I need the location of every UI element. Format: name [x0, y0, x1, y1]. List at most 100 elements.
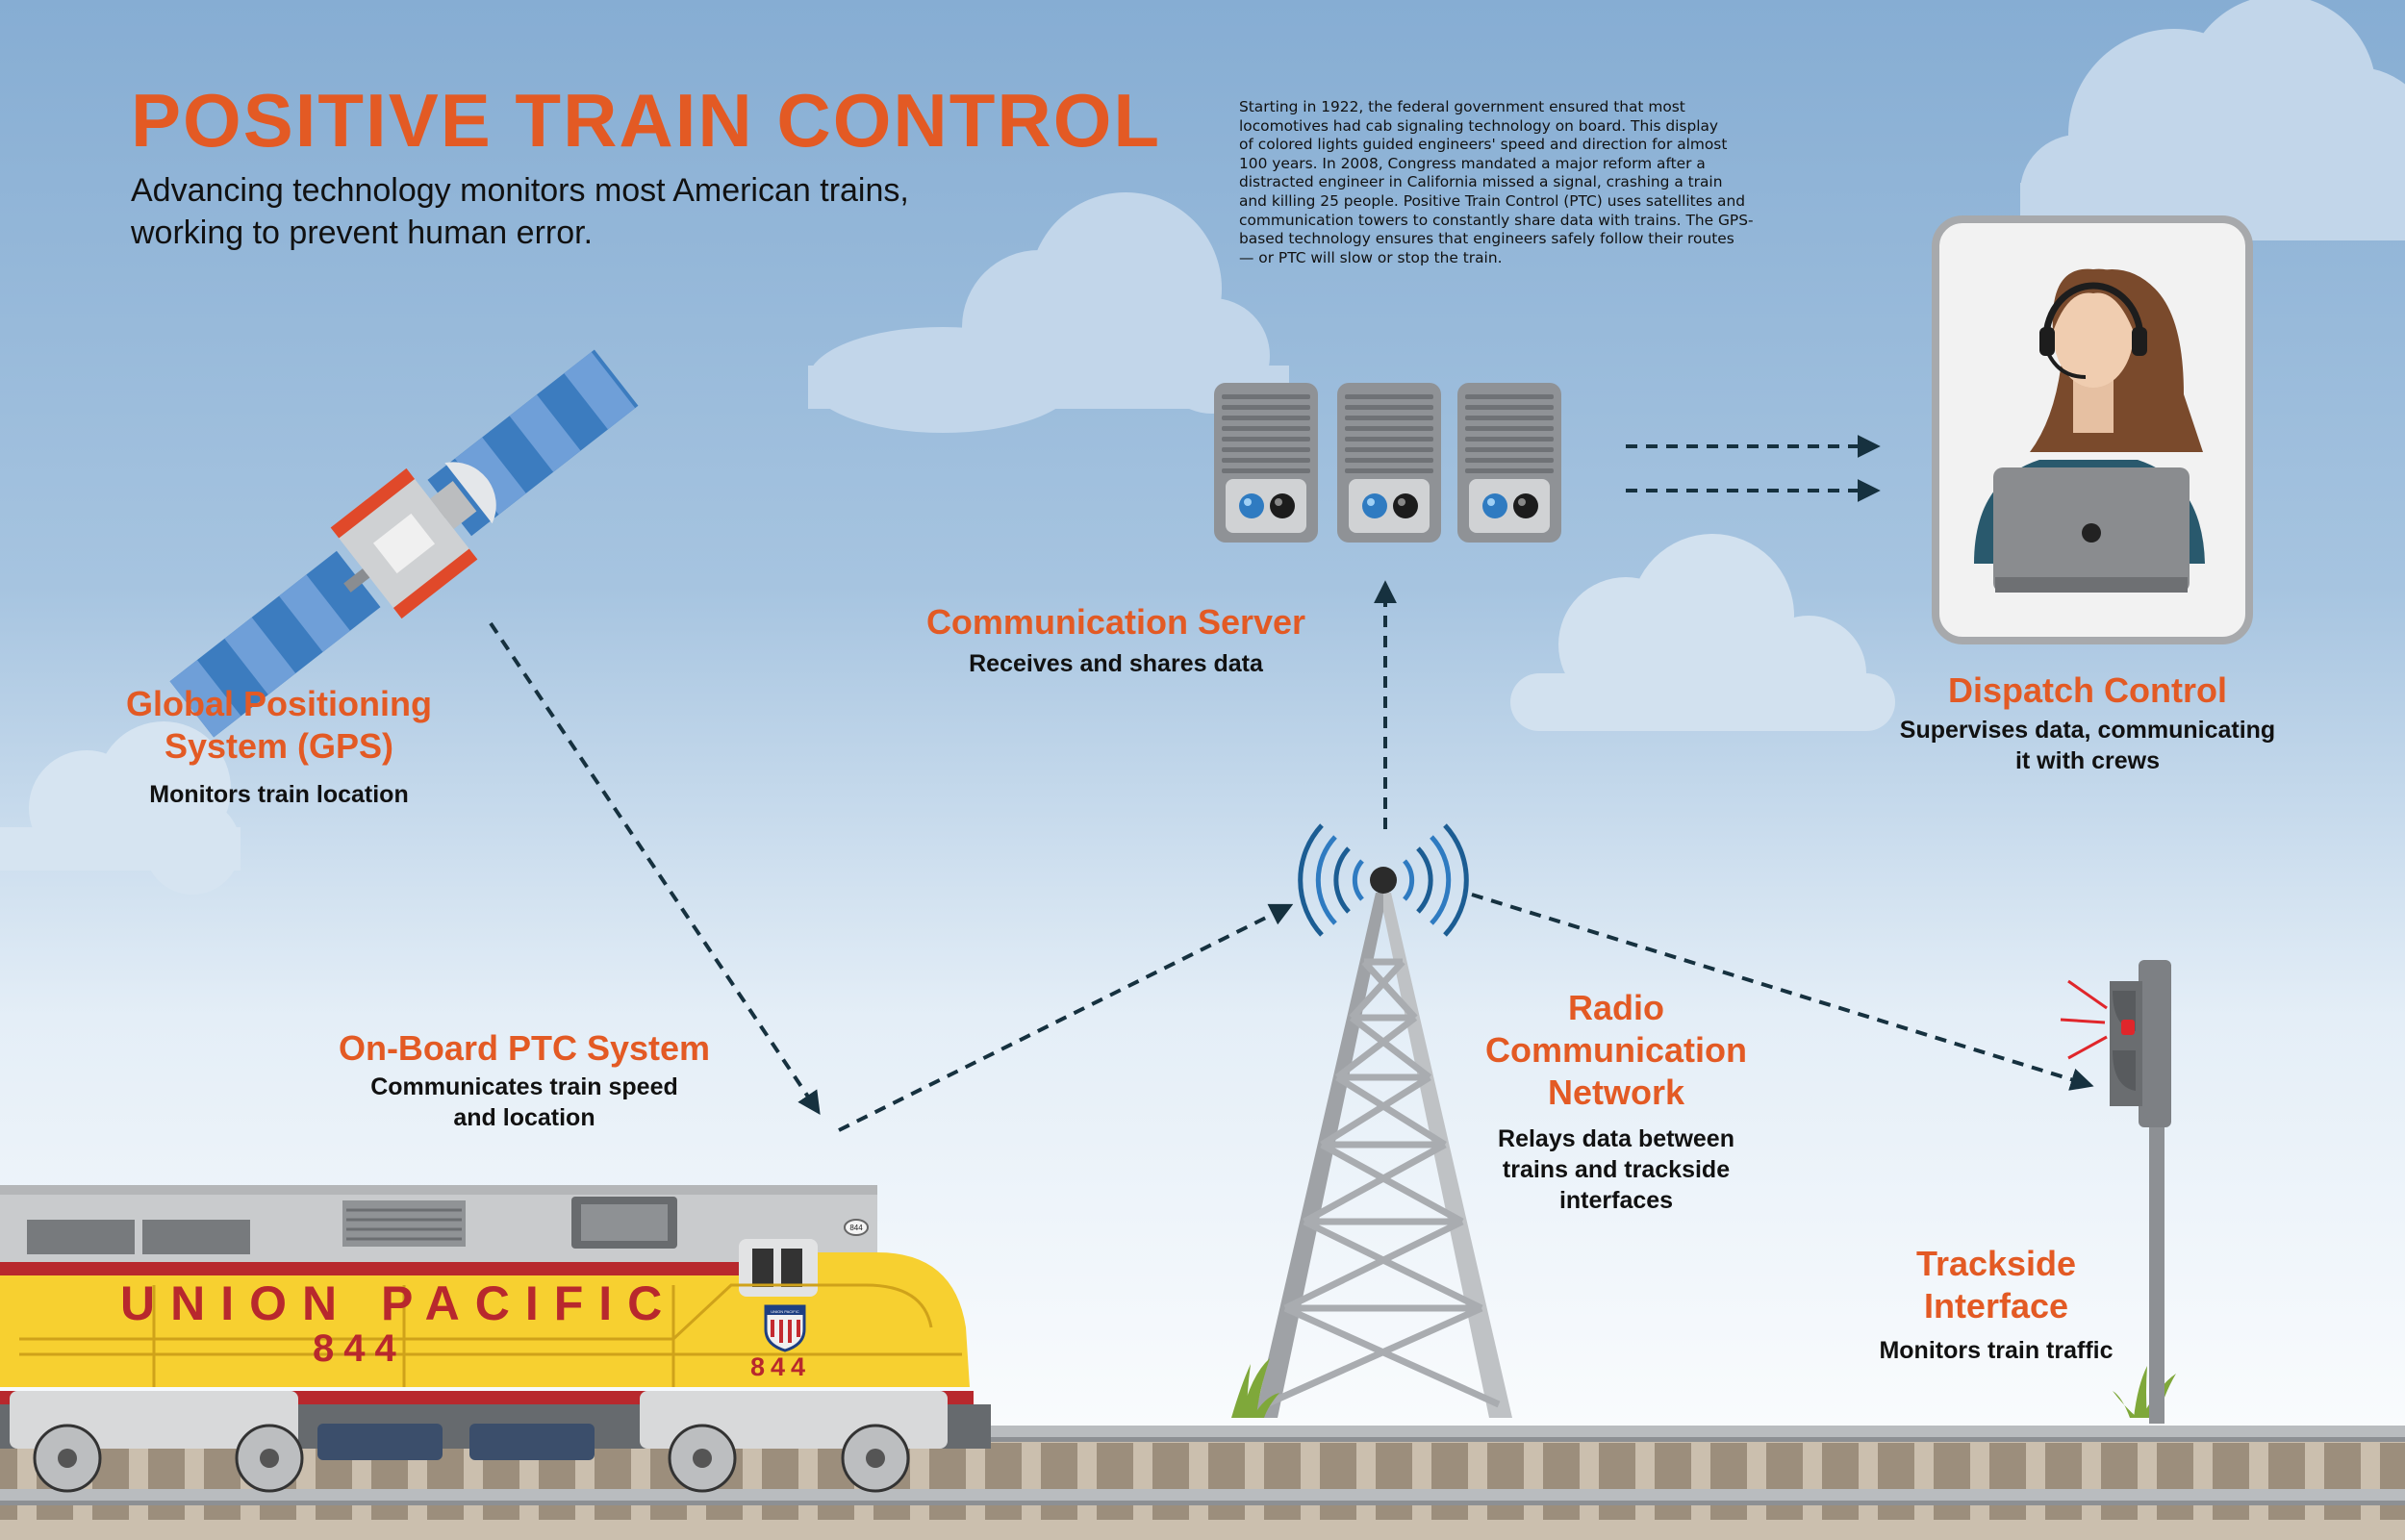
track-tie [1599, 1443, 1635, 1520]
dispatch-label-line: Dispatch Control [1947, 670, 2227, 710]
track-tie [762, 1443, 798, 1520]
track-tie [1766, 1443, 1803, 1520]
gps-label-line: System (GPS) [164, 726, 394, 766]
gps-label: Global Positioning System (GPS) [77, 683, 481, 768]
gps-description: Monitors train location [77, 779, 481, 810]
number-plate [844, 1219, 869, 1236]
intro-line: — or PTC will slow or stop the train. [1239, 248, 1503, 266]
cloud-icon [1510, 534, 1895, 731]
track-tie [1655, 1443, 1691, 1520]
track-tie [2157, 1443, 2193, 1520]
server-description-line: Receives and shares data [969, 650, 1263, 677]
signal-icon [2060, 960, 2171, 1424]
radio-label-line: Communication [1484, 1030, 1747, 1070]
satellite-icon [169, 349, 639, 738]
track-tie [1989, 1443, 2026, 1520]
intro-line: of colored lights guided engineers' spee… [1239, 136, 1728, 154]
trackside-label: Trackside Interface [1804, 1243, 2189, 1327]
trackside-label-line: Interface [1923, 1286, 2069, 1325]
intro-line: locomotives had cab signaling technology… [1239, 116, 1719, 135]
signal-light-rays [2060, 979, 2108, 1060]
radio-description-line: Relays data between [1498, 1125, 1734, 1152]
track-tie [1431, 1443, 1468, 1520]
track-tie [0, 1443, 17, 1520]
track-tie [2213, 1443, 2249, 1520]
track-tie [1097, 1443, 1133, 1520]
intro-line: 100 years. In 2008, Congress mandated a … [1239, 154, 1706, 172]
track-tie [1710, 1443, 1747, 1520]
dispatcher-icon [1932, 215, 2253, 644]
onboard-label: On-Board PTC System [298, 1027, 750, 1070]
trackside-description-line: Monitors train traffic [1879, 1337, 2114, 1364]
intro-line: based technology ensures that engineers … [1239, 230, 1734, 248]
intro-line: and killing 25 people. Positive Train Co… [1239, 191, 1746, 210]
onboard-description-line: Communicates train speed [370, 1073, 678, 1100]
track-tie [2045, 1443, 2082, 1520]
page-title: POSITIVE TRAIN CONTROL [131, 78, 1162, 163]
page-subtitle: Advancing technology monitors most Ameri… [131, 172, 909, 251]
trackside-description: Monitors train traffic [1804, 1335, 2189, 1366]
cloud-icon [808, 192, 1289, 433]
cloud-icon [0, 721, 240, 895]
radio-tower-icon [1254, 823, 1512, 1418]
locomotive-number-text: 844 [313, 1327, 406, 1370]
track-tie [1878, 1443, 1914, 1520]
locomotive-plate-text: 844 [849, 1224, 863, 1232]
gps-label-line: Global Positioning [126, 684, 432, 723]
onboard-label-line: On-Board PTC System [338, 1028, 711, 1068]
gps-description-line: Monitors train location [149, 781, 409, 808]
track-tie [985, 1443, 1022, 1520]
locomotive-name-text: UNION PACIFIC [120, 1276, 677, 1330]
track-tie [1376, 1443, 1412, 1520]
radio-label-line: Radio [1567, 988, 1664, 1027]
locomotive-shield-text: UNION PACIFIC [771, 1309, 799, 1314]
arrow-tower-to-signal [1471, 893, 2094, 1091]
intro-line: communication towers to constantly share… [1239, 211, 1754, 229]
track-tie [1208, 1443, 1245, 1520]
arrow-gps-to-onboard [489, 621, 821, 1115]
intro-paragraph: Starting in 1922, the federal government… [1239, 98, 1778, 267]
track-tie [2101, 1443, 2138, 1520]
dispatch-label: Dispatch Control [1847, 669, 2328, 712]
dispatch-description-line: Supervises data, communicating [1899, 717, 2276, 744]
track-tie [1487, 1443, 1524, 1520]
track-tie [595, 1443, 631, 1520]
track-tie [1041, 1443, 1077, 1520]
server-icon [1214, 383, 1318, 543]
radio-description: Relays data between trains and trackside… [1424, 1123, 1809, 1216]
server-label-line: Communication Server [925, 602, 1306, 642]
onboard-description-line: and location [453, 1104, 595, 1131]
locomotive-icon [0, 1185, 991, 1493]
locomotive-cab-number-text: 844 [750, 1352, 811, 1381]
track-tie [1822, 1443, 1859, 1520]
arrow-onboard-to-tower [838, 903, 1294, 1132]
radio-label: Radio Communication Network [1424, 987, 1809, 1114]
server-description: Receives and shares data [875, 648, 1356, 679]
track-tie [929, 1443, 966, 1520]
radio-description-line: trains and trackside [1502, 1156, 1731, 1183]
cloud-icon [2020, 0, 2405, 250]
server-icon [1337, 383, 1441, 543]
track-tie [2380, 1443, 2405, 1520]
intro-line: Starting in 1922, the federal government… [1239, 98, 1685, 115]
trackside-label-line: Trackside [1915, 1244, 2077, 1283]
grass-icon [1231, 1358, 1279, 1418]
intro-line: distracted engineer in California missed… [1239, 173, 1723, 191]
dispatch-description-line: it with crews [2014, 747, 2161, 774]
track-tie [1320, 1443, 1356, 1520]
radio-label-line: Network [1547, 1073, 1685, 1112]
onboard-description: Communicates train speed and location [298, 1072, 750, 1133]
track-tie [1543, 1443, 1580, 1520]
track-tie [204, 1443, 240, 1520]
track-tie [1264, 1443, 1301, 1520]
dispatch-description: Supervises data, communicating it with c… [1847, 715, 2328, 776]
server-label: Communication Server [875, 601, 1356, 644]
track-tie [148, 1443, 185, 1520]
track-tie [2268, 1443, 2305, 1520]
radio-description-line: interfaces [1558, 1187, 1674, 1214]
track-tie [2324, 1443, 2361, 1520]
track-tie [1152, 1443, 1189, 1520]
server-icon [1457, 383, 1561, 543]
track-tie [1934, 1443, 1970, 1520]
